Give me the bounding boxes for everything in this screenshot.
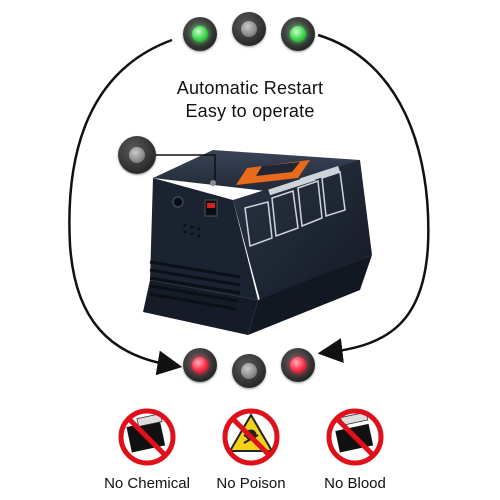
indicator-lamp-off-icon	[241, 363, 257, 379]
top-indicator-left	[183, 17, 217, 51]
indicator-callout-line	[150, 154, 216, 180]
no-poison-badge	[222, 408, 280, 466]
restart-arrow-right	[317, 33, 430, 363]
top-indicator-middle	[232, 12, 266, 46]
bottom-indicator-left	[183, 348, 217, 382]
bottom-indicator-middle	[232, 354, 266, 388]
top-indicator-right	[281, 17, 315, 51]
indicator-lamp-green-icon	[290, 26, 306, 42]
badge-label-no-chemical: No Chemical	[104, 475, 190, 492]
electronic-rat-trap-device	[143, 150, 372, 335]
badge-label-no-blood: No Blood	[324, 475, 386, 492]
indicator-lamp-off-icon	[241, 21, 257, 37]
no-chemical-badge	[118, 408, 176, 466]
device-indicator-callout	[118, 136, 156, 174]
indicator-lamp-off-icon	[129, 147, 145, 163]
badge-label-no-poison: No Poison	[216, 475, 286, 492]
restart-arrow-left	[68, 38, 183, 376]
bottom-indicator-right	[281, 348, 315, 382]
indicator-lamp-green-icon	[192, 26, 208, 42]
no-blood-badge	[326, 408, 384, 466]
headline-line-1: Automatic Restart	[176, 78, 324, 98]
indicator-lamp-red-icon	[192, 357, 208, 373]
indicator-lamp-red-icon	[290, 357, 306, 373]
headline-line-2: Easy to operate	[185, 101, 315, 121]
